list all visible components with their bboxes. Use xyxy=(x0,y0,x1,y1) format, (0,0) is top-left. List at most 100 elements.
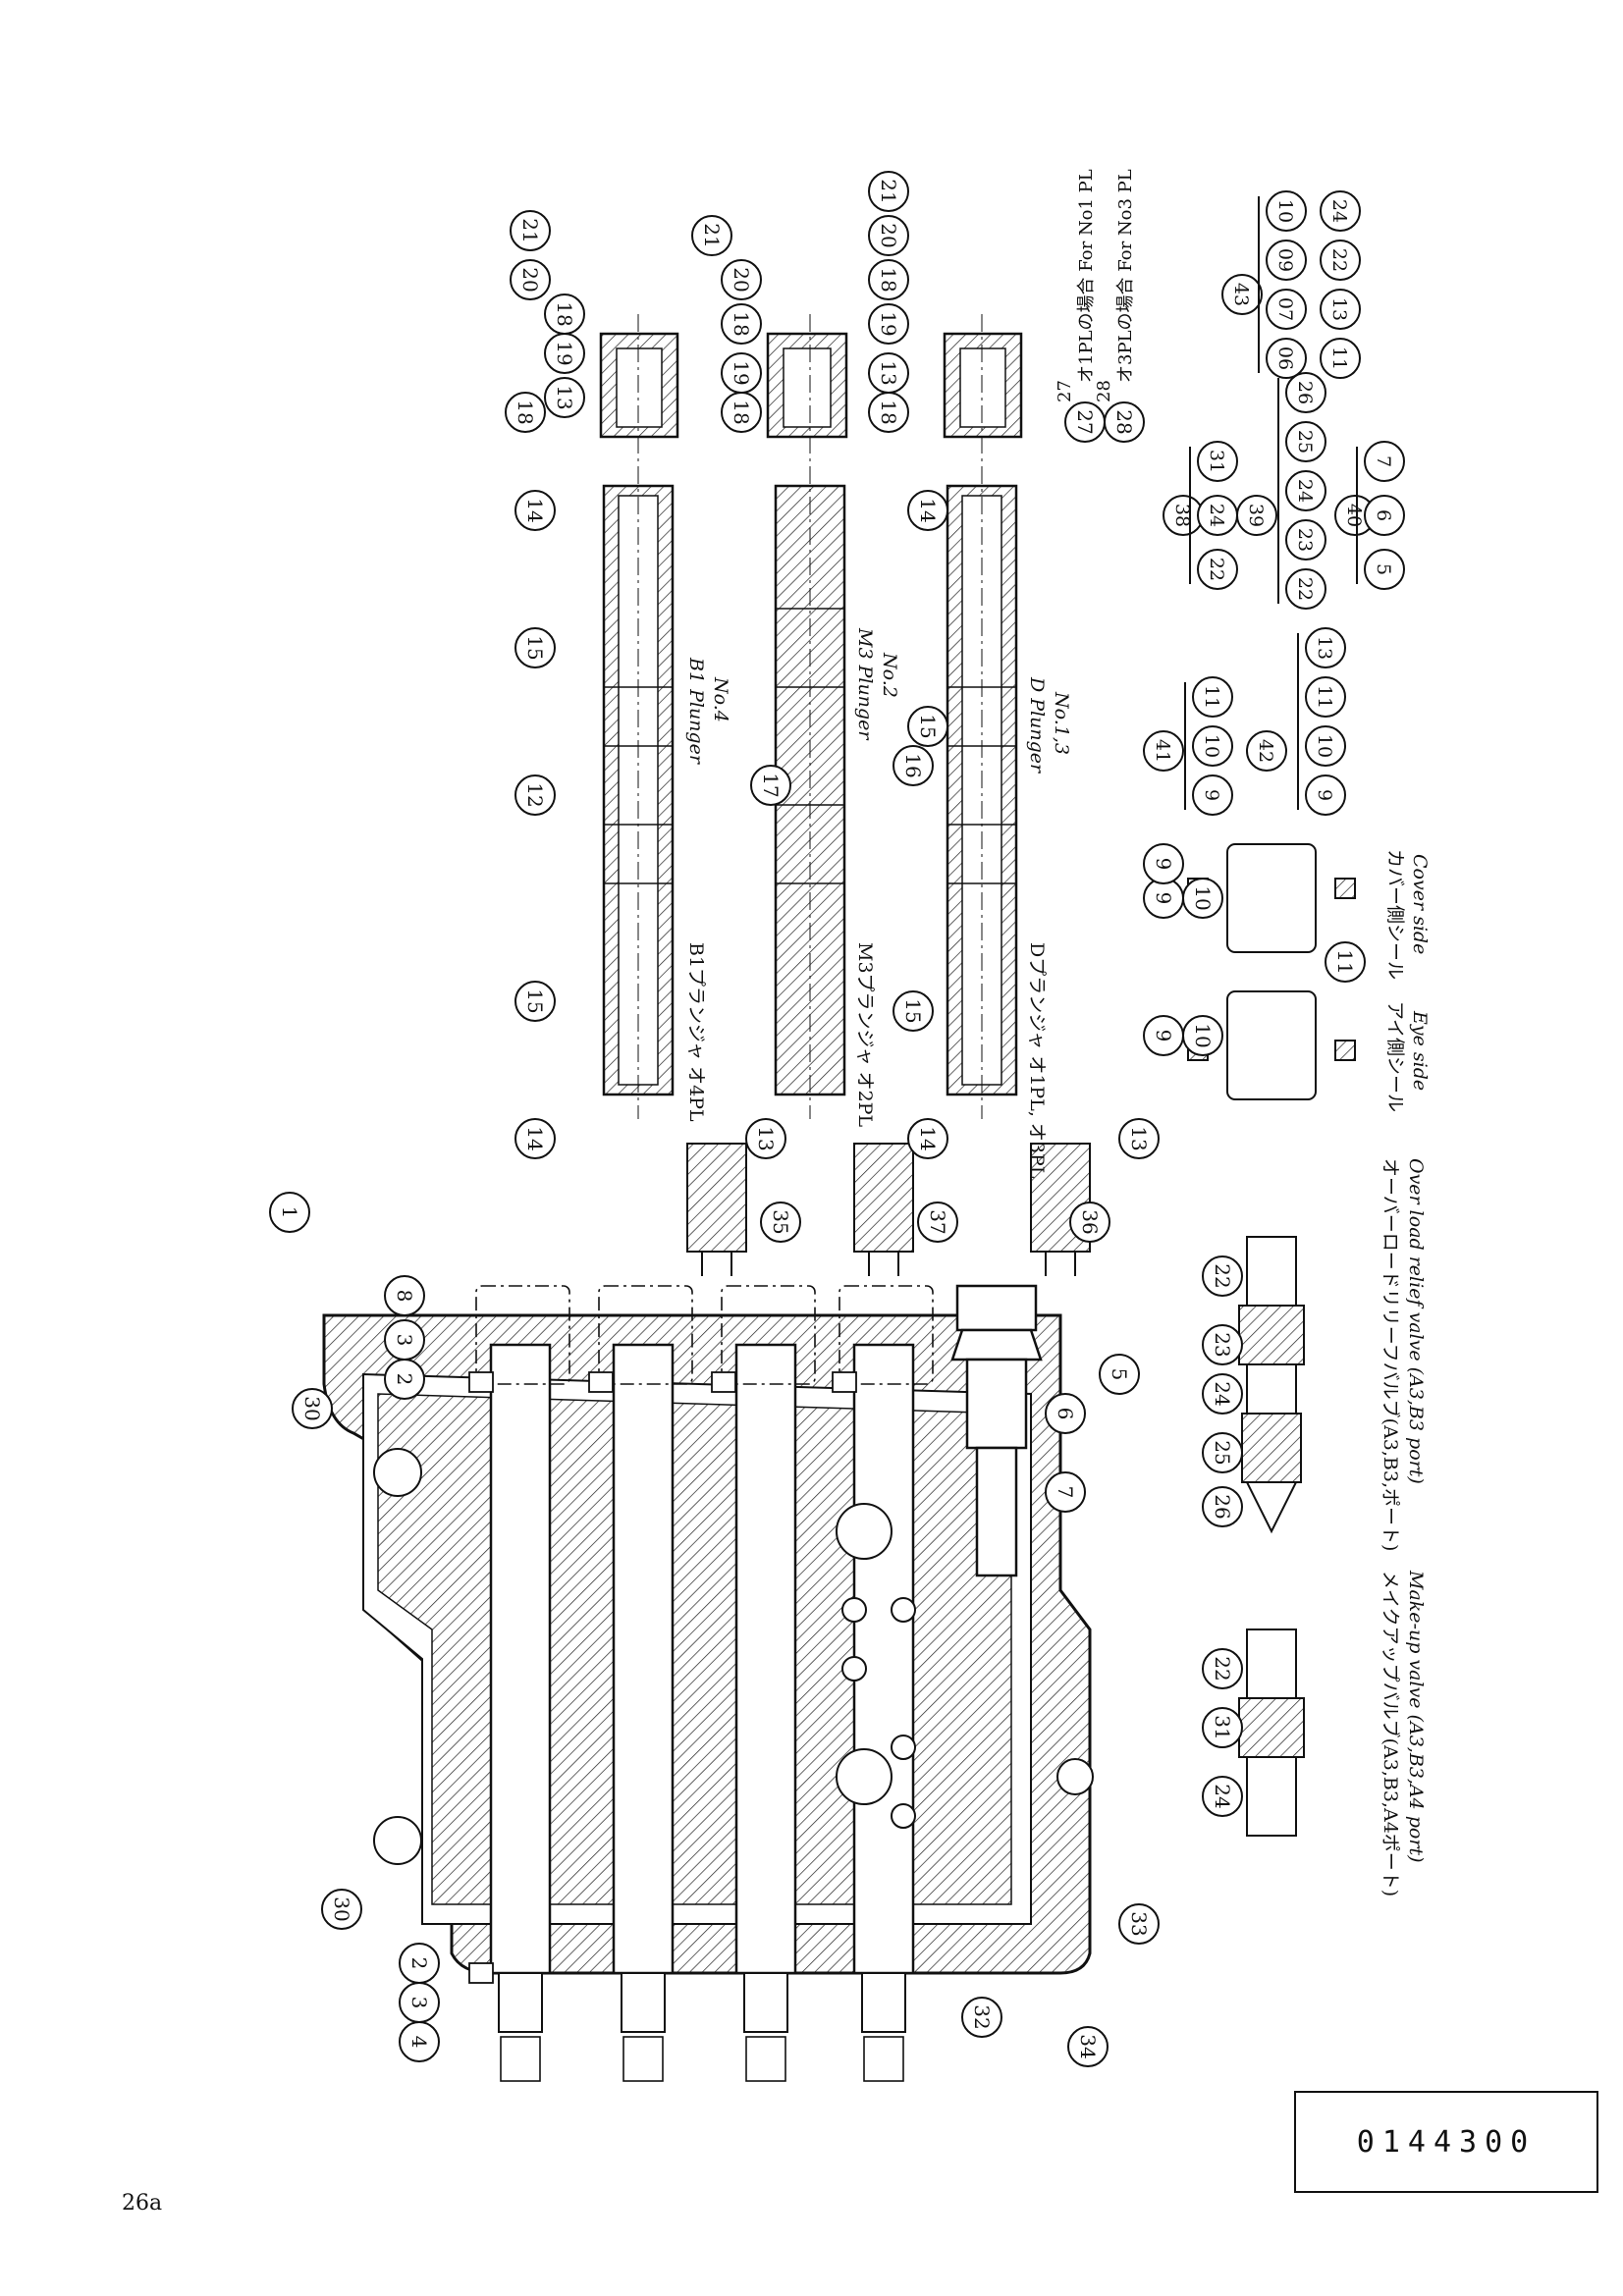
seal-callout-2-label: 9 xyxy=(1152,892,1175,905)
plunger-1-callout-2-label: 18 xyxy=(730,400,753,424)
plunger-0-callout-7-circle xyxy=(505,392,546,433)
cap-note-28-num: 28 xyxy=(1094,380,1114,402)
plunger-0-callout-6-circle xyxy=(760,1201,801,1243)
seal-callout-4-label: 9 xyxy=(1152,858,1175,871)
kit-39-part-4-label: 26 xyxy=(1294,381,1316,404)
plunger-0-callout-9-label: 19 xyxy=(553,341,576,365)
main-callout-11-label: 7 xyxy=(1054,1486,1077,1499)
overload-callout-0: 22 xyxy=(1202,1255,1243,1297)
b1-plunger-en-2: No.4 xyxy=(710,676,731,722)
plunger-2-callout-11-circle xyxy=(868,215,909,256)
kit-42-part-2: 11 xyxy=(1305,676,1346,718)
plunger-1-callout-0-circle xyxy=(750,765,791,806)
plunger-2-callout-6-circle xyxy=(1069,1201,1110,1243)
makeup-callout-1-label: 31 xyxy=(1211,1715,1234,1739)
overload-callout-1-label: 23 xyxy=(1211,1332,1234,1357)
plunger-1-callout-6-label: 21 xyxy=(700,223,724,247)
kit-40-part-0-label: 5 xyxy=(1373,563,1394,575)
kit-43-part-6: 22 xyxy=(1320,240,1361,281)
plunger-1-callout-4: 18 xyxy=(721,303,762,345)
kit-38: 38 xyxy=(1163,495,1204,536)
seal-callout-3-label: 10 xyxy=(1191,885,1215,910)
overload-callout-3: 25 xyxy=(1202,1432,1243,1473)
main-callout-5-label: 30 xyxy=(330,1896,353,1921)
main-callout-1-circle xyxy=(292,1388,333,1429)
main-callout-0-label: 1 xyxy=(278,1206,301,1219)
plunger-1-callout-5: 20 xyxy=(721,259,762,300)
plunger-2-callout-3-circle xyxy=(893,990,934,1032)
main-callout-12: 32 xyxy=(961,1997,1002,2038)
seal-callout-1-circle xyxy=(1182,1015,1223,1056)
makeup-callout-2-circle xyxy=(1202,1776,1243,1817)
main-callout-14-circle xyxy=(1067,2026,1109,2067)
kit-43-part-7-circle xyxy=(1320,190,1361,232)
plunger-0-callout-0: 14 xyxy=(514,490,556,531)
plunger-2-callout-9: 19 xyxy=(868,303,909,345)
kit-40-part-1-circle xyxy=(1364,495,1405,536)
main-callout-12-label: 32 xyxy=(970,2004,994,2029)
seal-callout-0-label: 9 xyxy=(1152,1030,1175,1042)
plunger-2-callout-4-label: 14 xyxy=(916,1126,940,1150)
main-callout-2-label: 2 xyxy=(393,1373,416,1386)
plunger-2-callout-11: 20 xyxy=(868,215,909,256)
kit-43-part-6-circle xyxy=(1320,240,1361,281)
kit-38-label: 38 xyxy=(1171,504,1193,527)
valve-body-section xyxy=(322,1284,1094,2082)
main-callout-13: 33 xyxy=(1118,1903,1160,1945)
kit-43-part-0-label: 06 xyxy=(1274,347,1296,370)
plunger-0-callout-1-label: 15 xyxy=(523,635,547,660)
seal-callout-3-circle xyxy=(1182,878,1223,919)
plunger-2-callout-8: 13 xyxy=(868,352,909,394)
kit-41-part-1: 10 xyxy=(1192,725,1233,767)
overload-callout-2-circle xyxy=(1202,1373,1243,1415)
plunger-0-callout-9: 19 xyxy=(544,333,585,374)
kit-39: 39 xyxy=(1236,495,1277,536)
kit-38-part-0-label: 22 xyxy=(1206,558,1227,581)
seal-callout-4: 9 xyxy=(1143,843,1184,884)
cap-note-27-num: 27 xyxy=(1055,380,1075,402)
kit-43-part-5-label: 13 xyxy=(1328,297,1350,321)
plunger-1-callout-4-label: 18 xyxy=(730,311,753,336)
make-up-valve xyxy=(1238,1629,1305,1837)
plunger-0-callout-5-circle xyxy=(745,1118,786,1159)
m3-plunger-en-2: No.2 xyxy=(879,652,900,698)
plunger-0-callout-1: 15 xyxy=(514,627,556,668)
d-plunger-en-2: No.1,3 xyxy=(1051,691,1072,755)
plunger-2-callout-1-label: 15 xyxy=(916,714,940,738)
plunger-0-callout-3-circle xyxy=(514,981,556,1022)
kit-39-part-4: 26 xyxy=(1285,372,1326,413)
makeup-valve-jp: メイクアップバルブ(A3,B3,A4ポート) xyxy=(1380,1571,1402,1896)
d-plunger-jp: Dプランジャ オ1PL, オ3PL xyxy=(1026,942,1048,1179)
kit-43-part-7: 24 xyxy=(1320,190,1361,232)
kit-42-part-2-label: 11 xyxy=(1314,685,1335,709)
plunger-1-callout-0: 17 xyxy=(750,765,791,806)
kit-groupings: 4191011429101113382224313922232425264056… xyxy=(1143,190,1405,816)
plunger-1-callout-6-circle xyxy=(691,215,732,256)
main-callout-8-circle xyxy=(399,2021,440,2062)
b1-plunger-jp: B1プランジャ オ4PL xyxy=(685,942,707,1122)
kit-43-part-4-label: 11 xyxy=(1328,347,1350,370)
plunger-1-callout-3-label: 19 xyxy=(730,360,753,385)
plunger-0-callout-4-circle xyxy=(514,1118,556,1159)
plunger-0-callout-10: 18 xyxy=(544,294,585,335)
cap-note-27-text: オ1PLの場合 For No1 PL xyxy=(1076,169,1097,383)
kit-41-part-2-circle xyxy=(1192,676,1233,718)
cover-side-en: Cover side xyxy=(1409,854,1431,954)
plunger-2-callout-10: 18 xyxy=(868,259,909,300)
main-callout-1: 30 xyxy=(292,1388,333,1429)
kit-43-part-5-circle xyxy=(1320,289,1361,330)
makeup-callout-2-label: 24 xyxy=(1211,1784,1234,1808)
kit-40-part-2: 7 xyxy=(1364,441,1405,482)
plunger-2-callout-1-circle xyxy=(907,706,948,747)
kit-42-part-0: 9 xyxy=(1305,774,1346,816)
main-callout-1-label: 30 xyxy=(300,1396,324,1420)
kit-38-part-2: 31 xyxy=(1197,441,1238,482)
m3-plunger-jp: M3プランジャ オ2PL xyxy=(854,942,876,1128)
plunger-1-callout-3-circle xyxy=(721,352,762,394)
overload-callout-0-circle xyxy=(1202,1255,1243,1297)
kit-41-part-2-label: 11 xyxy=(1201,685,1222,709)
kit-38-part-1-label: 24 xyxy=(1206,504,1227,527)
kit-38-part-2-circle xyxy=(1197,441,1238,482)
kit-42-part-1: 10 xyxy=(1305,725,1346,767)
